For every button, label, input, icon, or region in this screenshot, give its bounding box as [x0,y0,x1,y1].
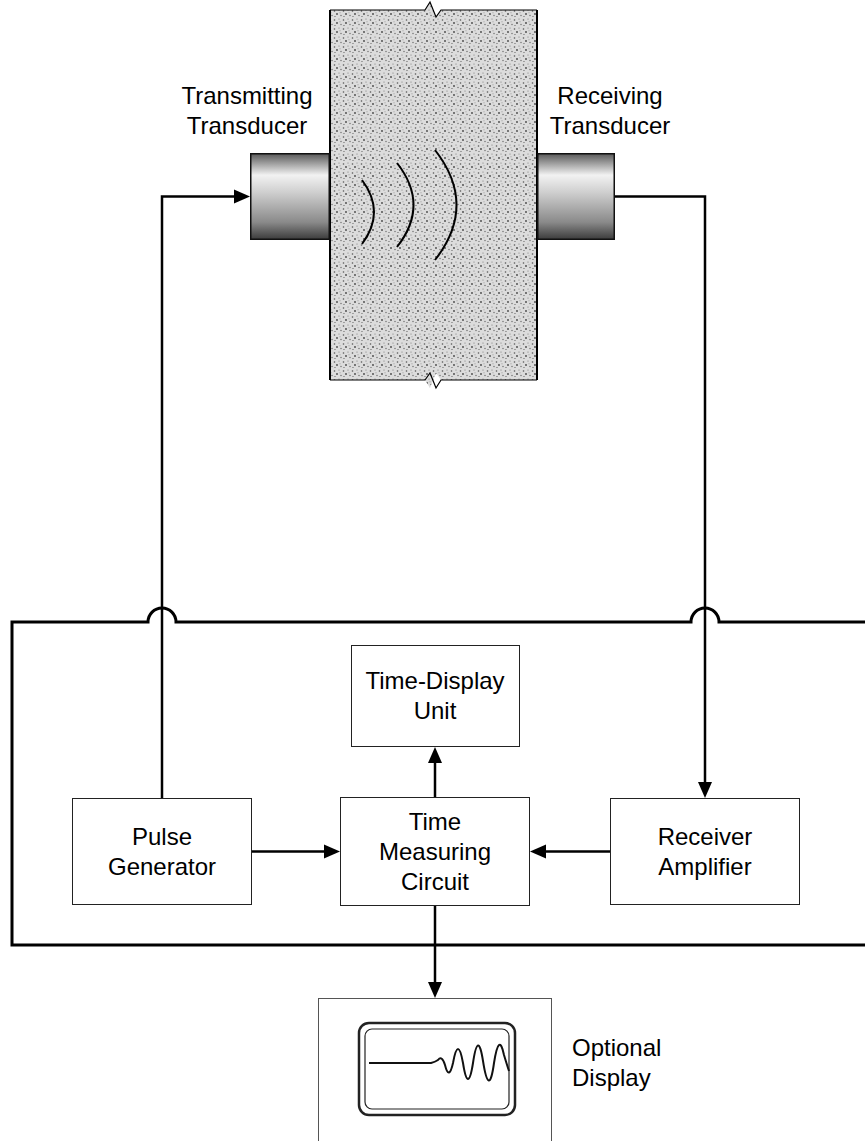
part-label: Transmitting Transducer [162,81,332,141]
signal-wire [428,747,442,797]
text-stack: Time-Display Unit [360,666,510,726]
label-holder: Receiving Transducer [525,81,695,141]
text-stack: Receiver Amplifier [625,822,785,882]
wire-line [546,850,610,853]
arrowhead [324,845,340,859]
display-box: Optional Display [318,998,552,1141]
box-label: Receiver Amplifier [625,822,785,882]
part-label: Receiving Transducer [525,81,695,141]
unit-box: Receiver Amplifier [610,798,800,905]
wire-line [162,197,234,799]
label-holder: Transmitting Transducer [162,81,332,141]
cylinder-shell [251,154,330,240]
wire-line [434,763,437,797]
signal-wire [162,190,250,799]
arrowhead [428,982,442,998]
signal-wire [428,906,442,998]
part-label: Optional Display [572,1033,702,1093]
waveform [369,1045,509,1081]
transducer: Receiving Transducer [537,153,615,240]
break-line [330,373,537,388]
arrowhead [698,782,712,798]
signal-wire [530,845,610,859]
wave-fronts [362,150,457,260]
cylinder-shell [538,154,615,240]
signal-wire [252,845,340,859]
specimen-edge [330,10,537,380]
arrowhead [428,747,442,763]
wire-line [615,197,705,783]
transducer-body [537,153,615,240]
box-label: Pulse Generator [82,822,242,882]
unit-box: Time Measuring Circuit [340,797,530,906]
unit-box: Pulse Generator [72,798,252,905]
transducer: Transmitting Transducer [250,153,330,240]
box-label: Time-Display Unit [360,666,510,726]
wave-arc [362,180,374,244]
wire-line [434,906,437,982]
label-holder: Optional Display [572,1033,702,1093]
screen-bezel [359,1023,515,1115]
oscilloscope-screen [319,999,551,1141]
arrowhead [530,845,546,859]
arrowhead [234,190,250,204]
screen-face [365,1029,509,1109]
concrete-specimen [330,2,537,388]
signal-wire [615,197,712,799]
wave-arc [435,150,457,260]
box-label: Time Measuring Circuit [365,807,505,897]
break-line [330,2,537,17]
instrument-housing [12,608,865,945]
specimen-fill [330,2,537,388]
unit-box: Time-Display Unit [351,645,520,747]
wave-arc [397,163,414,247]
text-stack: Pulse Generator [82,822,242,882]
wire-line [252,850,324,853]
text-stack: Time Measuring Circuit [365,807,505,897]
transducer-body [250,153,330,240]
